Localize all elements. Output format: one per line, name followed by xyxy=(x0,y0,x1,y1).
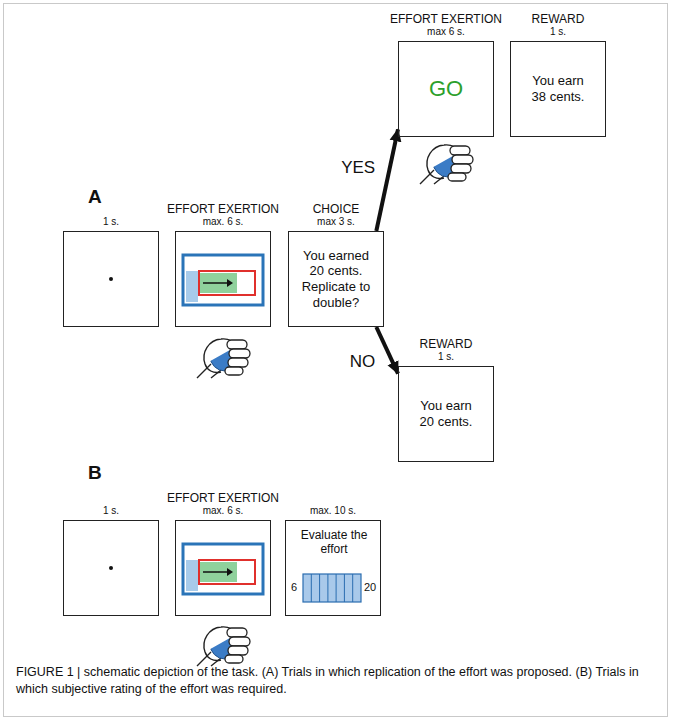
heading-text: EFFORT EXERTION xyxy=(131,491,315,505)
heading-text: max 6 s. xyxy=(354,26,538,38)
screen-text: You earn 20 cents. xyxy=(413,398,479,429)
heading-text: REWARD xyxy=(354,337,538,351)
screen-heading: REWARD1 s. xyxy=(466,12,650,38)
screen-text: GO xyxy=(429,76,463,102)
screen-text: 6 xyxy=(291,581,297,594)
panel-letter: A xyxy=(88,186,102,208)
heading-text: max. 6 s. xyxy=(131,505,315,517)
heading-text: 1 s. xyxy=(466,26,650,38)
screen-heading: 1 s. xyxy=(19,505,203,517)
heading-text: 1 s. xyxy=(19,216,203,228)
heading-text: REWARD xyxy=(466,12,650,26)
screen-heading: 1 s. xyxy=(19,216,203,228)
screen-box: 1 s. xyxy=(63,520,159,616)
screen-box: REWARD1 s.You earn 20 cents. xyxy=(398,366,494,462)
heading-text: max. 10 s. xyxy=(241,505,425,517)
choice-arrow xyxy=(376,327,398,374)
screen-text: Evaluate the effort xyxy=(292,529,376,557)
screen-heading: max. 10 s. xyxy=(241,505,425,517)
heading-text: max 3 s. xyxy=(244,216,428,228)
screen-heading: CHOICEmax 3 s. xyxy=(244,202,428,228)
heading-text: EFFORT EXERTION xyxy=(131,202,315,216)
heading-text: 1 s. xyxy=(19,505,203,517)
figure-caption: FIGURE 1 | schematic depiction of the ta… xyxy=(16,664,656,698)
choice-arrow xyxy=(376,129,398,231)
screen-box: 1 s. xyxy=(63,231,159,327)
screen-box: CHOICEmax 3 s.You earned 20 cents. Repli… xyxy=(288,231,384,327)
screen-box: EFFORT EXERTIONmax. 6 s. xyxy=(175,231,271,327)
answer-label: YES xyxy=(339,158,377,178)
screen-heading: REWARD1 s. xyxy=(354,337,538,363)
heading-text: 1 s. xyxy=(354,351,538,363)
answer-label: NO xyxy=(348,352,378,372)
screen-heading: EFFORT EXERTIONmax. 6 s. xyxy=(131,202,315,228)
screen-box: max. 10 s.Evaluate the effort620 xyxy=(285,520,381,616)
screen-content: GO xyxy=(399,42,493,136)
screen-box: EFFORT EXERTIONmax 6 s.GO xyxy=(398,41,494,137)
screen-content: You earn 20 cents. xyxy=(399,367,493,461)
screen-content: You earned 20 cents. Replicate to double… xyxy=(289,232,383,326)
screen-text: 20 xyxy=(364,581,376,594)
panel-letter: B xyxy=(88,462,102,484)
screen-content: You earn 38 cents. xyxy=(511,42,605,136)
screen-text: You earned 20 cents. Replicate to double… xyxy=(295,248,377,310)
heading-text: EFFORT EXERTION xyxy=(354,12,538,26)
screen-box: EFFORT EXERTIONmax. 6 s. xyxy=(175,520,271,616)
heading-text: max. 6 s. xyxy=(131,216,315,228)
screen-heading: EFFORT EXERTIONmax. 6 s. xyxy=(131,491,315,517)
screen-heading: EFFORT EXERTIONmax 6 s. xyxy=(354,12,538,38)
screen-box: REWARD1 s.You earn 38 cents. xyxy=(510,41,606,137)
figure-frame xyxy=(3,3,668,717)
heading-text: CHOICE xyxy=(244,202,428,216)
screen-text: You earn 38 cents. xyxy=(525,73,591,104)
